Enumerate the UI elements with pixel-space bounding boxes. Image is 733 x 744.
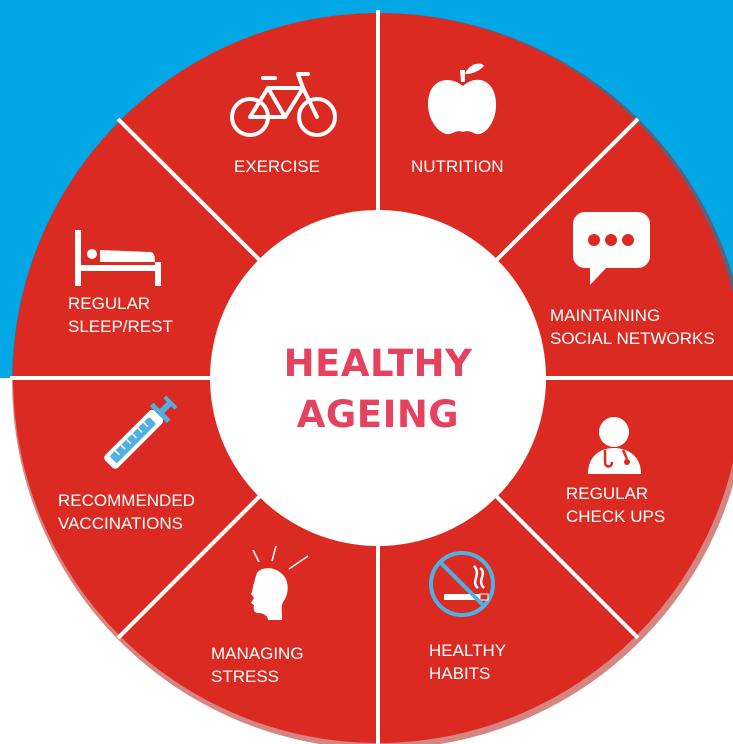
label-line: HABITS <box>429 664 491 683</box>
label-line: MANAGING <box>211 644 304 663</box>
label-line: VACCINATIONS <box>58 514 183 533</box>
label-line: HEALTHY <box>429 641 507 660</box>
segment-label-stress: MANAGING STRESS <box>211 642 304 688</box>
center-circle <box>210 210 546 546</box>
label-line: REGULAR <box>566 484 649 503</box>
label-line: STRESS <box>211 667 280 686</box>
segment-label-habits: HEALTHY HABITS <box>429 639 506 685</box>
segment-label-exercise: EXERCISE <box>234 155 320 178</box>
label-line: RECOMMENDED <box>58 491 195 510</box>
syringe-icon <box>104 395 178 469</box>
segment-label-nutrition: NUTRITION <box>411 155 504 178</box>
speech-bubble-icon <box>573 212 650 285</box>
label-line: SOCIAL NETWORKS <box>550 329 715 348</box>
label-line: EXERCISE <box>234 157 320 176</box>
center-title: HEALTHY AGEING <box>228 338 528 440</box>
segment-label-social: MAINTAINING SOCIAL NETWORKS <box>550 304 715 350</box>
bicycle-icon <box>230 72 337 137</box>
no-smoking-icon <box>429 551 495 617</box>
label-line: SLEEP/REST <box>68 317 173 336</box>
apple-icon <box>428 63 497 135</box>
segment-label-sleep: REGULAR SLEEP/REST <box>68 292 173 338</box>
center-title-line2: AGEING <box>296 393 460 436</box>
doctor-icon <box>588 417 641 474</box>
segment-label-vaccinations: RECOMMENDED VACCINATIONS <box>58 489 195 535</box>
label-line: MAINTAINING <box>550 306 661 325</box>
label-line: REGULAR <box>68 294 151 313</box>
center-title-line1: HEALTHY <box>283 342 473 385</box>
segment-label-checkups: REGULAR CHECK UPS <box>566 482 665 528</box>
label-line: NUTRITION <box>411 157 504 176</box>
label-line: CHECK UPS <box>566 507 666 526</box>
stressed-head-icon <box>251 545 309 620</box>
bed-icon <box>75 230 161 286</box>
